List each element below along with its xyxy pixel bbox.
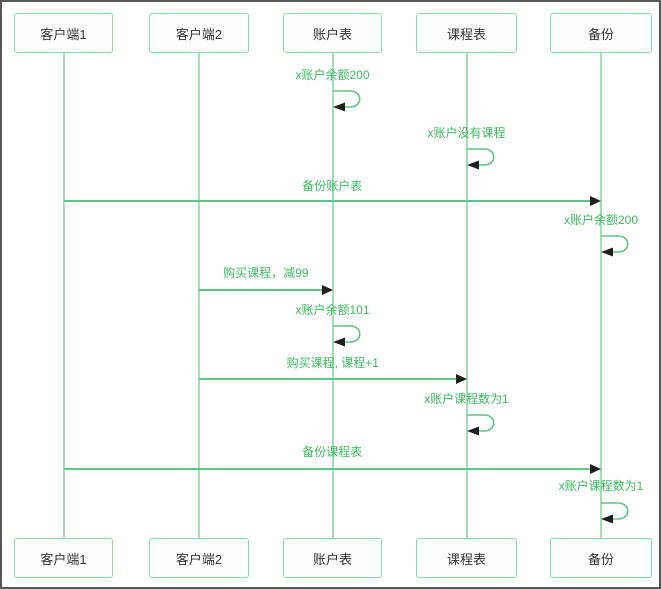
participant-top-account-table: 账户表 — [283, 13, 382, 53]
participant-label: 客户端2 — [175, 551, 223, 567]
self-loop-icon — [601, 235, 629, 257]
message-label-9: x账户课程数为1 — [558, 479, 644, 493]
participant-label: 账户表 — [312, 551, 352, 567]
participant-top-backup: 备份 — [550, 13, 652, 53]
message-arrowhead-icon — [321, 285, 333, 295]
message-arrowhead-icon — [590, 464, 601, 474]
message-line-4 — [199, 289, 323, 291]
participant-bottom-backup: 备份 — [550, 538, 652, 578]
participant-label: 课程表 — [446, 551, 486, 567]
message-line-2 — [63, 200, 591, 202]
lifeline-account-table — [331, 53, 334, 538]
self-loop-icon — [466, 148, 495, 170]
lifeline-client1 — [62, 53, 65, 538]
participant-top-client1: 客户端1 — [14, 13, 113, 53]
message-label-1: x账户没有课程 — [427, 126, 506, 140]
participant-label: 客户端1 — [40, 551, 87, 567]
message-arrowhead-icon — [590, 196, 601, 206]
lifeline-client2 — [198, 53, 200, 538]
participant-top-course-table: 课程表 — [416, 13, 517, 53]
participant-bottom-course-table: 课程表 — [416, 538, 517, 578]
participant-bottom-client1: 客户端1 — [14, 538, 113, 578]
participant-bottom-client2: 客户端2 — [149, 538, 249, 578]
participant-label: 备份 — [587, 551, 614, 567]
participant-bottom-account-table: 账户表 — [283, 538, 382, 578]
participant-label: 账户表 — [312, 26, 352, 42]
message-label-4: 购买课程，减99 — [223, 266, 309, 280]
message-line-6 — [199, 378, 457, 380]
participant-label: 客户端2 — [175, 26, 223, 42]
self-loop-icon — [601, 502, 629, 524]
participant-label: 备份 — [587, 26, 614, 42]
participant-label: 客户端1 — [40, 26, 87, 42]
message-arrowhead-icon — [455, 374, 467, 384]
self-loop-icon — [466, 414, 495, 436]
message-label-5: x账户余额101 — [295, 303, 370, 317]
message-label-0: x账户余额200 — [295, 68, 370, 82]
participant-label: 课程表 — [446, 26, 486, 42]
message-label-3: x账户余额200 — [563, 213, 639, 227]
self-loop-icon — [332, 90, 361, 112]
lifeline-backup — [600, 53, 602, 538]
participant-top-client2: 客户端2 — [149, 13, 249, 53]
message-label-6: 购买课程, 课程+1 — [286, 356, 379, 370]
message-label-7: x账户课程数为1 — [424, 392, 509, 406]
lifeline-course-table — [465, 53, 468, 538]
message-label-8: 备份课程表 — [302, 445, 363, 459]
self-loop-icon — [332, 325, 361, 347]
message-label-2: 备份账户表 — [302, 179, 363, 193]
message-line-8 — [63, 468, 591, 470]
